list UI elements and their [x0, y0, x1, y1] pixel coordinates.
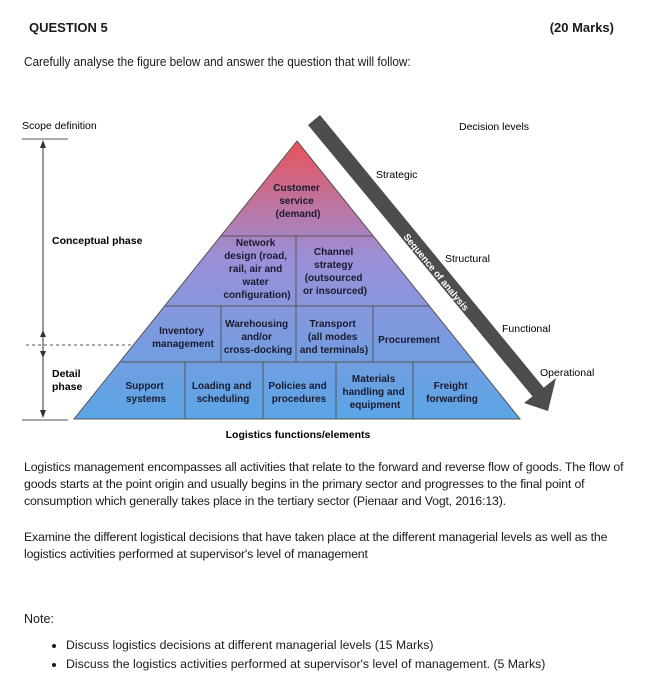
cell-policies-procedures: Policies and procedures: [268, 381, 329, 405]
cell-channel-strategy: Channel strategy (outsourced or insource…: [303, 247, 367, 297]
question-title: QUESTION 5: [29, 20, 108, 35]
pyramid-shape: [72, 140, 522, 420]
cell-loading-scheduling: Loading and scheduling: [192, 381, 254, 405]
figure-caption: Logistics functions/elements: [226, 429, 371, 441]
logistics-pyramid-figure: Scope definition Decision levels Concept…: [22, 115, 594, 441]
level-structural: Structural: [445, 253, 490, 265]
detail-phase-label-1: Detail: [52, 368, 81, 380]
cell-support-systems: Support systems: [125, 381, 166, 405]
scope-definition-label: Scope definition: [22, 120, 97, 132]
detail-phase-label-2: phase: [52, 381, 83, 393]
decision-levels-label: Decision levels: [459, 121, 529, 133]
question-marks: (20 Marks): [549, 20, 614, 35]
cell-warehousing: Warehousing and/or cross-docking: [224, 319, 292, 356]
cell-customer-service: Customer service (demand): [273, 183, 322, 220]
paragraph-logistics-definition: Logistics management encompasses all act…: [24, 460, 624, 508]
cell-procurement: Procurement: [378, 335, 440, 346]
phase-arrow-up-icon: [40, 330, 46, 337]
scope-arrow-up-icon: [40, 140, 46, 148]
cell-network-design: Network design (road, rail, air and wate…: [223, 238, 290, 301]
cell-transport: Transport (all modes and terminals): [300, 319, 368, 356]
level-operational: Operational: [540, 367, 594, 379]
instruction-text: Carefully analyse the figure below and a…: [24, 55, 411, 69]
conceptual-phase-label: Conceptual phase: [52, 235, 143, 247]
list-item: Discuss logistics decisions at different…: [66, 636, 545, 655]
scope-arrow-down-icon: [40, 410, 46, 418]
cell-inventory-management: Inventory management: [152, 326, 214, 350]
level-functional: Functional: [502, 323, 550, 335]
paragraph-examine: Examine the different logistical decisio…: [24, 530, 608, 561]
notes-list: Discuss logistics decisions at different…: [24, 636, 545, 674]
cell-freight-forwarding: Freight forwarding: [426, 381, 478, 405]
note-label: Note:: [24, 612, 54, 626]
phase-arrow-down-icon: [40, 351, 46, 358]
level-strategic: Strategic: [376, 169, 417, 181]
list-item: Discuss the logistics activities perform…: [66, 655, 545, 674]
cell-materials-handling: Materials handling and equipment: [343, 374, 408, 411]
